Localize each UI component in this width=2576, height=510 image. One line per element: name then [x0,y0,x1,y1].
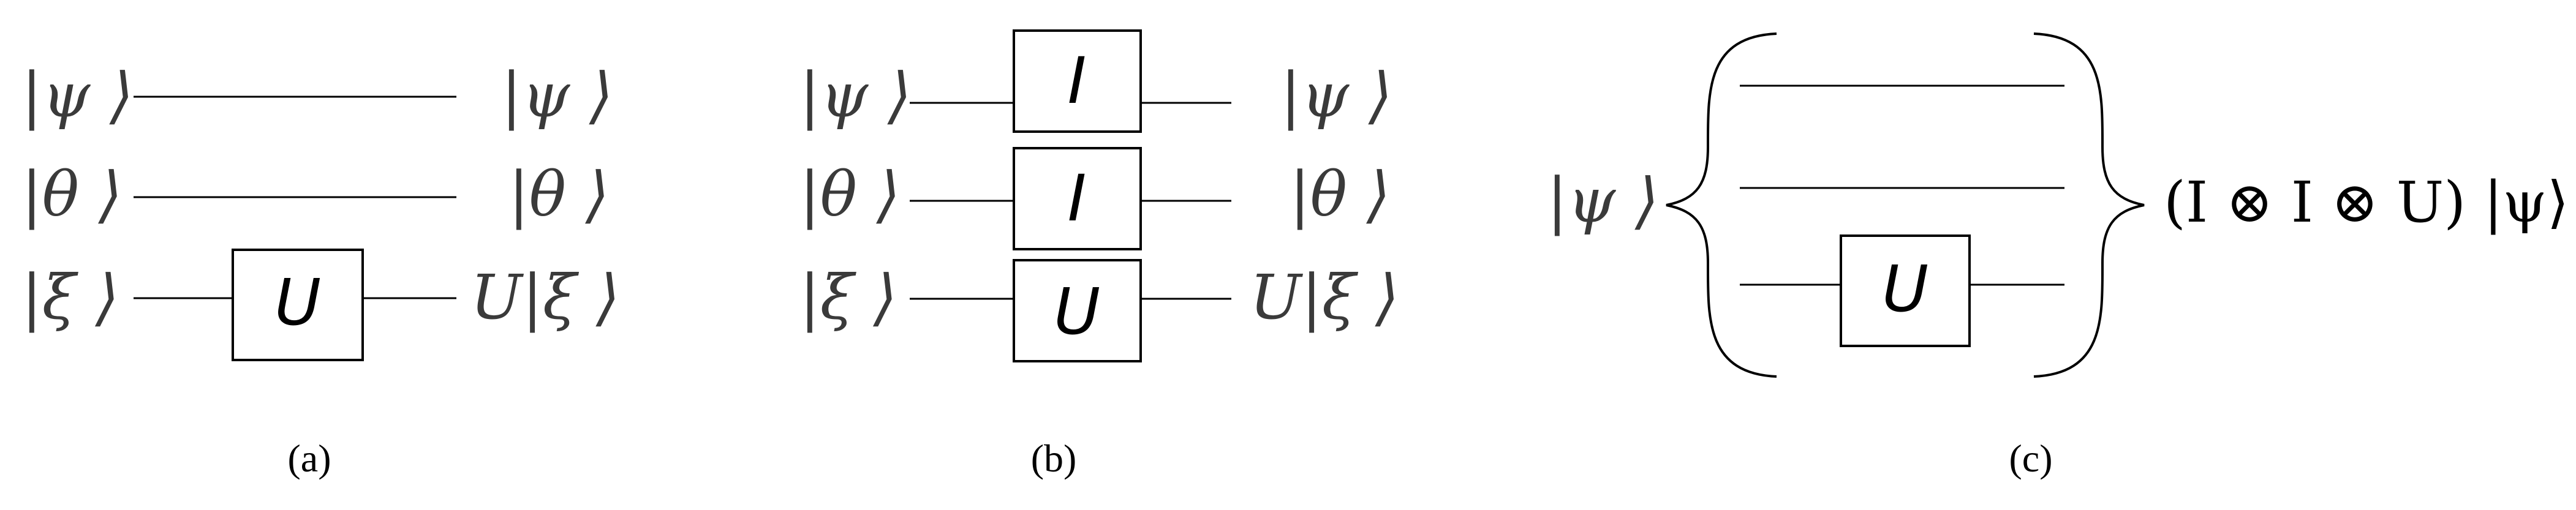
panel-a-gate-u-label: U [274,265,321,340]
panel-c-left-brace [1666,32,1777,378]
panel-a-input-psi: |ψ ⟩ [21,59,134,131]
panel-a-input-xi: |ξ ⟩ [21,261,119,333]
panel-c: |ψ ⟩ U (I ⊗ I ⊗ U) |ψ⟩ (c) [1547,32,2569,480]
panel-a-input-theta: |θ ⟩ [21,159,123,230]
panel-a-caption: (a) [287,437,331,480]
panel-b-input-xi: |ξ ⟩ [799,261,897,333]
panel-c-gate-u [1840,234,1971,347]
panel-a: |ψ ⟩ |θ ⟩ |ξ ⟩ U |ψ ⟩ |θ ⟩ U|ξ ⟩ (a) [21,59,620,480]
panel-b: |ψ ⟩ |θ ⟩ |ξ ⟩ I I U |ψ ⟩ |θ ⟩ U|ξ ⟩ (b) [799,29,1399,480]
panel-b-gate-u-label: U [1054,274,1100,349]
panel-c-right-brace [2033,32,2145,378]
panel-b-input-theta: |θ ⟩ [799,159,901,230]
panel-a-output-theta: |θ ⟩ [508,159,610,230]
panel-a-output-psi: |ψ ⟩ [501,59,613,131]
panel-b-gate-i-top [1013,29,1142,133]
panel-b-gate-i-middle-label: I [1068,161,1087,236]
panel-b-input-psi: |ψ ⟩ [799,59,912,131]
panel-c-output-formula: (I ⊗ I ⊗ U) |ψ⟩ [2164,170,2569,235]
panel-b-output-u-xi: U|ξ ⟩ [1250,261,1399,333]
panel-c-caption: (c) [2009,437,2052,480]
panel-c-input-psi: |ψ ⟩ [1547,165,1659,236]
panel-b-output-psi: |ψ ⟩ [1280,59,1392,131]
panel-a-output-u-xi: U|ξ ⟩ [470,261,620,333]
panel-c-gate-u-label: U [1882,252,1928,326]
panel-b-gate-i-top-label: I [1068,43,1087,118]
panel-b-gate-u [1013,259,1142,362]
panel-b-gate-i-middle [1013,147,1142,250]
panel-b-output-theta: |θ ⟩ [1290,159,1391,230]
panel-a-gate-u [232,249,364,361]
panel-b-caption: (b) [1031,437,1077,480]
